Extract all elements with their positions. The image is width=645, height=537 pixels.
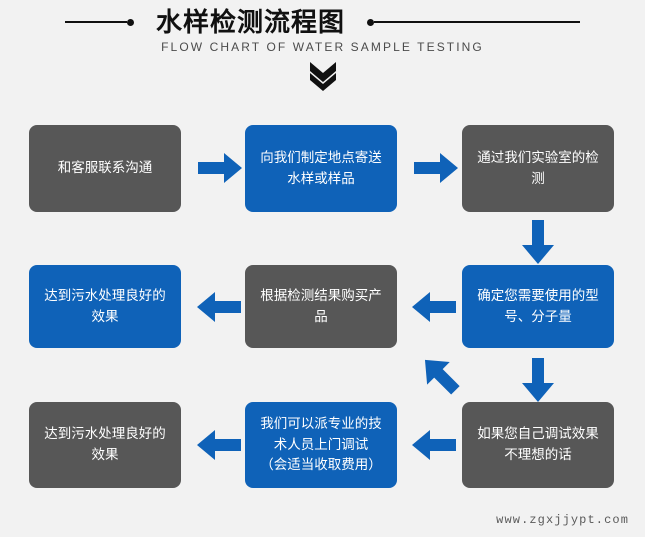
arrow-right-icon-conn-1-2 xyxy=(198,152,242,184)
arrow-down-icon-conn-3-4 xyxy=(521,220,555,264)
flow-box-step-4[interactable]: 确定您需要使用的型 号、分子量 xyxy=(462,265,614,348)
flow-box-step-7[interactable]: 如果您自己调试效果 不理想的话 xyxy=(462,402,614,488)
double-chevron-down-icon xyxy=(0,62,645,92)
flow-box-text: 根据检测结果购买产 品 xyxy=(260,287,382,324)
title-dot-left xyxy=(126,18,134,26)
flow-box-step-5[interactable]: 根据检测结果购买产 品 xyxy=(245,265,397,348)
flow-box-step-3[interactable]: 通过我们实验室的检 测 xyxy=(462,125,614,212)
arrow-left-icon-conn-7-8 xyxy=(412,429,456,461)
arrow-left-icon-conn-4-5 xyxy=(412,291,456,323)
flow-box-text: 我们可以派专业的技 术人员上门调试 （会适当收取费用） xyxy=(260,415,382,473)
title-dot-right xyxy=(367,18,374,26)
flow-box-text: 向我们制定地点寄送 水样或样品 xyxy=(260,149,382,186)
flow-box-step-8[interactable]: 我们可以派专业的技 术人员上门调试 （会适当收取费用） xyxy=(245,402,397,488)
flow-box-step-1[interactable]: 和客服联系沟通 xyxy=(29,125,181,212)
flow-box-text: 达到污水处理良好的 效果 xyxy=(44,287,166,324)
title-rule-right xyxy=(374,21,580,23)
flow-box-text: 通过我们实验室的检 测 xyxy=(477,149,599,186)
flow-box-text: 确定您需要使用的型 号、分子量 xyxy=(477,287,599,324)
flow-box-text: 和客服联系沟通 xyxy=(57,160,153,176)
flow-box-step-2[interactable]: 向我们制定地点寄送 水样或样品 xyxy=(245,125,397,212)
page-subtitle: FLOW CHART OF WATER SAMPLE TESTING xyxy=(161,40,484,54)
chart-header: 水样检测流程图 FLOW CHART OF WATER SAMPLE TESTI… xyxy=(0,0,645,100)
title-row: 水样检测流程图 xyxy=(0,6,645,38)
flow-box-text: 如果您自己调试效果 不理想的话 xyxy=(477,426,599,462)
title-rule-left xyxy=(64,21,127,23)
page-title: 水样检测流程图 xyxy=(155,7,345,37)
flow-box-step-9[interactable]: 达到污水处理良好的 效果 xyxy=(29,402,181,488)
watermark-url: www.zgxjjypt.com xyxy=(496,513,629,527)
flow-box-text: 达到污水处理良好的 效果 xyxy=(44,426,166,462)
arrow-left-icon-conn-8-9 xyxy=(197,429,241,461)
arrow-down-left-icon-conn-4-8 xyxy=(414,356,460,402)
flow-box-step-6[interactable]: 达到污水处理良好的 效果 xyxy=(29,265,181,348)
arrow-down-icon-conn-4-7 xyxy=(521,358,555,402)
arrow-left-icon-conn-5-6 xyxy=(197,291,241,323)
arrow-right-icon-conn-2-3 xyxy=(414,152,458,184)
